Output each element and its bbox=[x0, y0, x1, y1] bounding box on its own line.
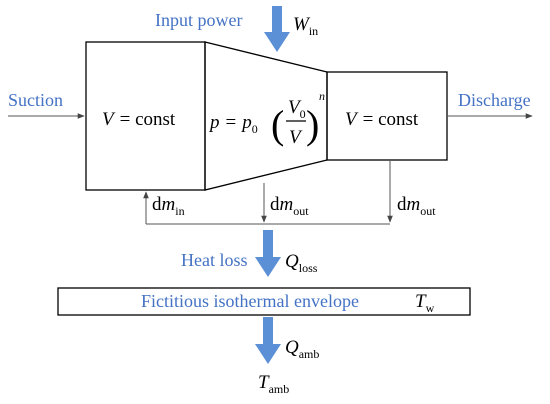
polytropic-equation: p=p0 ( V0 V ) n bbox=[208, 89, 325, 148]
q-loss-symbol: Qloss bbox=[285, 251, 318, 275]
ambient-heat-arrow bbox=[255, 317, 281, 364]
svg-text:): ) bbox=[306, 102, 319, 147]
w-in-symbol: Win bbox=[293, 14, 318, 38]
svg-text:n: n bbox=[319, 89, 325, 103]
t-w-symbol: Tw bbox=[415, 291, 435, 315]
leakage-paths bbox=[143, 160, 393, 225]
t-amb-symbol: Tamb bbox=[258, 372, 289, 396]
discharge-label: Discharge bbox=[458, 90, 531, 110]
svg-text:V: V bbox=[289, 127, 303, 148]
heat-loss-arrow bbox=[255, 230, 281, 277]
svg-text:(: ( bbox=[271, 102, 284, 147]
svg-text:V0: V0 bbox=[288, 97, 306, 121]
suction-chamber-equation: V= const bbox=[102, 109, 176, 130]
isothermal-envelope bbox=[57, 287, 471, 316]
heat-loss-label: Heat loss bbox=[181, 250, 248, 270]
q-amb-symbol: Qamb bbox=[285, 337, 319, 361]
dm-out-right-symbol: dmout bbox=[397, 194, 436, 218]
input-power-label: Input power bbox=[155, 10, 242, 30]
suction-label: Suction bbox=[8, 90, 63, 110]
input-power-arrow bbox=[264, 6, 290, 52]
discharge-chamber-equation: V= const bbox=[345, 109, 419, 130]
svg-text:p=p0: p=p0 bbox=[208, 112, 258, 136]
envelope-label: Fictitious isothermal envelope bbox=[141, 291, 359, 311]
dm-out-middle-symbol: dmout bbox=[270, 194, 309, 218]
dm-in-symbol: dmin bbox=[152, 194, 185, 218]
